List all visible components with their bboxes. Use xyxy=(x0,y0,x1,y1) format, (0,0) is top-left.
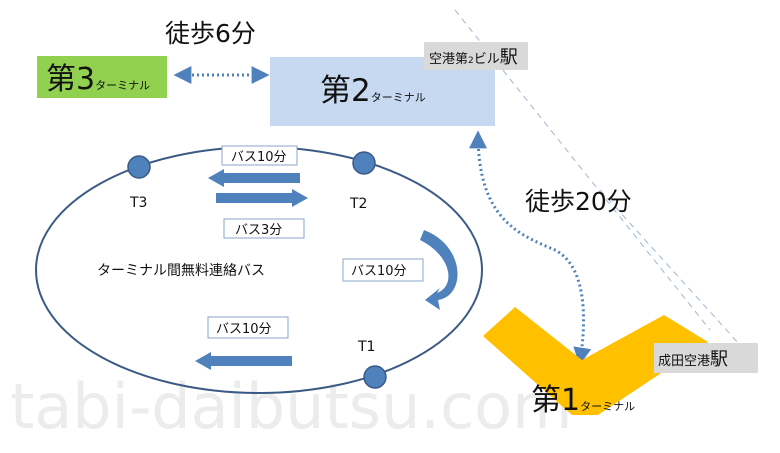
bus-t2-t1-label: バス10分 xyxy=(351,264,407,279)
bus-t2-t3-label: バス10分 xyxy=(231,150,287,165)
bus-t2-t1-box xyxy=(342,258,424,282)
node-t1[interactable] xyxy=(363,365,387,389)
terminal-2-suffix: ターミナル xyxy=(371,91,426,104)
terminal-1-suffix: ターミナル xyxy=(580,400,635,413)
station-t2-label: 空港第2ビル駅 xyxy=(429,47,518,68)
terminal-2-label: 第2ターミナル xyxy=(320,73,426,109)
bus-t2-t1-arrow xyxy=(420,230,458,310)
terminal-2-number: 第2 xyxy=(320,73,371,109)
watermark: tabi-daibutsu.com xyxy=(10,370,573,443)
terminal-3-number: 第3 xyxy=(46,62,95,97)
walk-20-label: 徒歩20分 xyxy=(525,187,632,216)
node-t2[interactable] xyxy=(352,151,376,175)
station-t1-label: 成田空港駅 xyxy=(658,349,728,370)
terminal-1-number: 第1 xyxy=(531,383,580,418)
terminal-1-block[interactable] xyxy=(483,307,708,415)
bus-t3-t2-box xyxy=(223,218,305,239)
station-t2-badge xyxy=(424,42,528,70)
walk-6-label: 徒歩6分 xyxy=(165,19,256,48)
walk-t2-t1-arrow xyxy=(469,130,592,366)
bus-t1-t3-box xyxy=(207,316,289,339)
bus-t1-t3-arrow xyxy=(195,352,292,370)
bus-t2-t3-box xyxy=(221,145,298,166)
node-t3[interactable] xyxy=(127,155,151,179)
bus-t1-t3-label: バス10分 xyxy=(216,322,272,337)
terminal-3-label: 第3ターミナル xyxy=(46,62,150,97)
bus-loop-title: ターミナル間無料連絡バス xyxy=(97,263,265,279)
bus-t2-t3-arrow xyxy=(208,169,300,187)
rail-line-2 xyxy=(599,189,741,346)
bus-t3-t2-label: バス3分 xyxy=(235,223,282,238)
terminal-3-block[interactable] xyxy=(37,56,167,98)
node-t2-label: T2 xyxy=(349,196,367,212)
bus-t3-t2-arrow xyxy=(216,189,308,207)
terminal-3-suffix: ターミナル xyxy=(95,79,150,92)
station-t1-badge xyxy=(654,343,758,373)
terminal-1-label: 第1ターミナル xyxy=(531,383,635,418)
node-t3-label: T3 xyxy=(129,195,147,211)
node-t1-label: T1 xyxy=(357,339,375,355)
